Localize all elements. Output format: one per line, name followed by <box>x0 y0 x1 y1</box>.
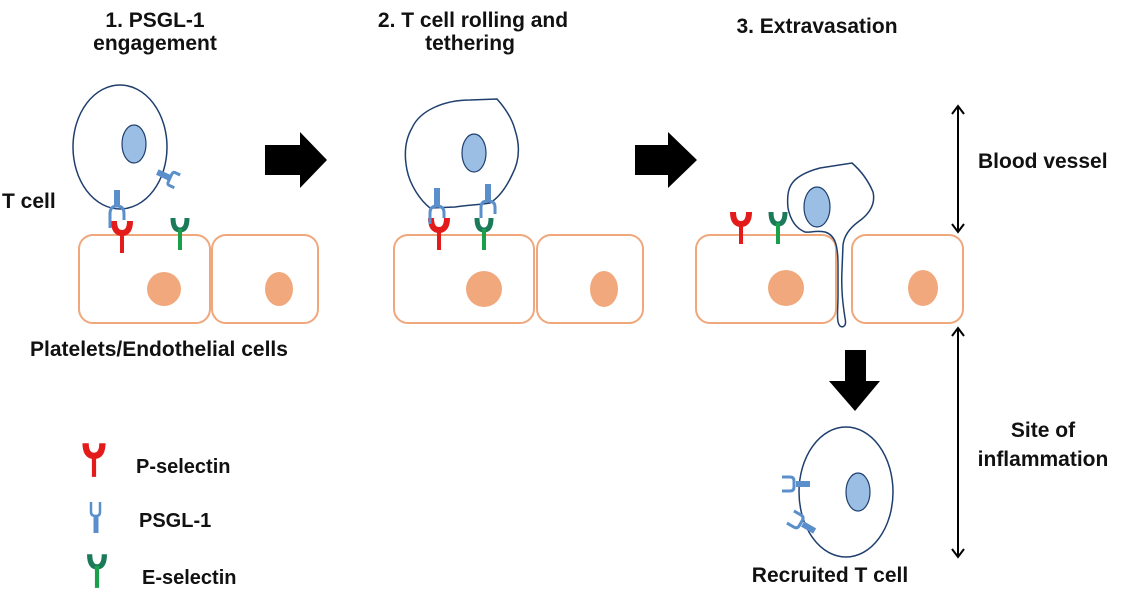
step1-endothelial-cells <box>78 234 319 324</box>
psgl1-bound <box>108 190 126 228</box>
blood-vessel-arrow-icon <box>951 104 965 234</box>
t-cell-nucleus <box>803 186 831 228</box>
legend-p-selectin-label: P-selectin <box>136 456 230 478</box>
recruited-t-cell <box>782 426 894 558</box>
site-of-inflammation-arrow-icon <box>951 326 965 559</box>
t-cell-label: T cell <box>2 190 56 213</box>
step2-title-line1: 2. T cell rolling and <box>378 9 568 32</box>
t-cell-nucleus <box>845 472 871 512</box>
step2-title-line2: tethering <box>425 32 515 55</box>
site-label-line2: inflammation <box>978 448 1109 471</box>
step2-endothelial-cells <box>393 234 644 324</box>
step3-extravasating-t-cell <box>786 162 875 328</box>
platelets-endothelial-label: Platelets/Endothelial cells <box>30 338 288 361</box>
step1-t-cell <box>72 84 181 210</box>
legend-psgl1-label: PSGL-1 <box>139 510 211 532</box>
psgl1-bound <box>479 184 497 218</box>
psgl1-receptor <box>786 509 817 534</box>
step3-title: 3. Extravasation <box>736 15 897 38</box>
legend: P-selectin PSGL-1 E-selectin <box>86 443 236 589</box>
site-label-line1: Site of <box>1011 419 1076 442</box>
legend-e-selectin-label: E-selectin <box>142 567 236 589</box>
step1-title-line1: 1. PSGL-1 <box>105 9 205 32</box>
arrow-right-icon <box>635 132 697 188</box>
step1-title-line2: engagement <box>93 32 217 55</box>
legend-p-selectin-icon <box>86 443 103 477</box>
psgl1-bound <box>428 188 446 224</box>
arrow-down-icon <box>829 350 880 411</box>
t-cell-nucleus <box>121 124 147 164</box>
legend-psgl1-icon <box>89 502 102 533</box>
t-cell-nucleus <box>461 133 487 173</box>
legend-e-selectin-icon <box>90 554 105 588</box>
blood-vessel-label: Blood vessel <box>978 150 1108 173</box>
step3-endothelial-cells <box>695 234 964 324</box>
arrow-right-icon <box>265 132 327 188</box>
psgl1-receptor <box>156 169 181 190</box>
psgl1-receptor <box>782 475 810 493</box>
recruited-t-cell-label: Recruited T cell <box>752 564 908 587</box>
step2-t-cell <box>404 98 520 209</box>
